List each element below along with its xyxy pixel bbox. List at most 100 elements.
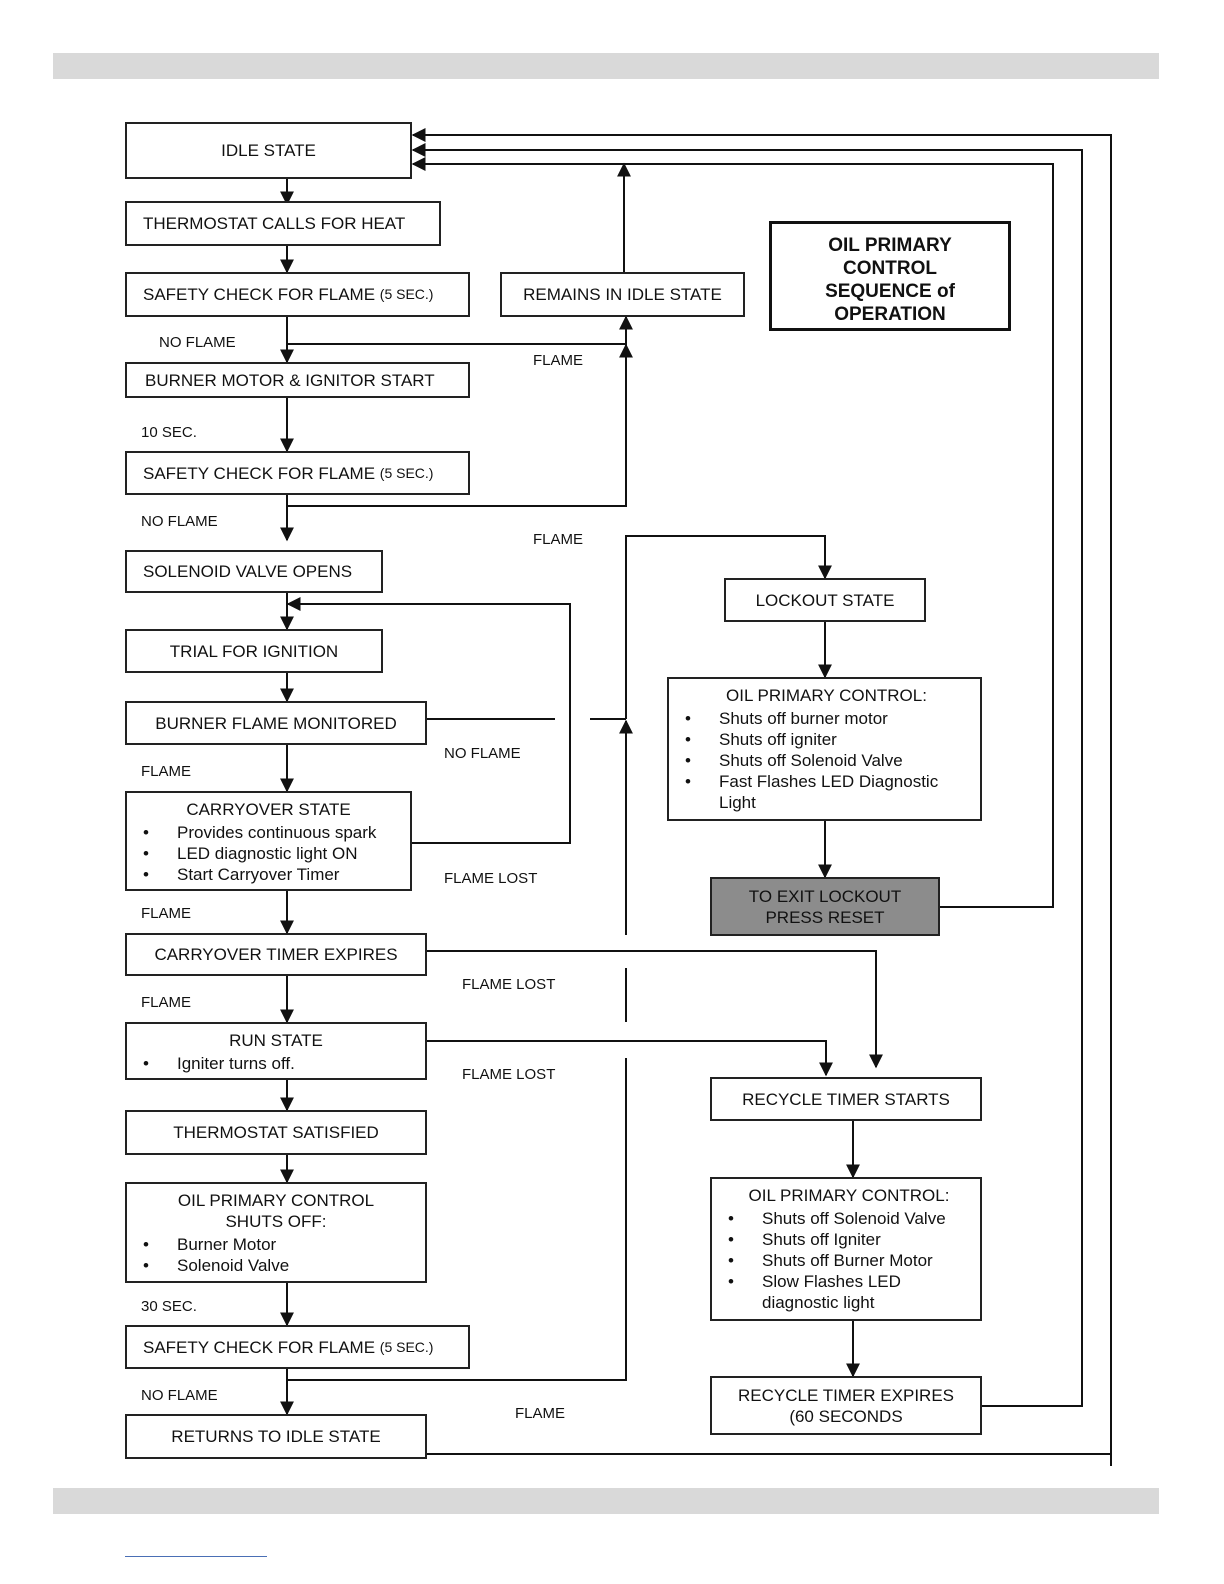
recycle-expires-line-2: (60 SECONDS [789, 1407, 903, 1426]
arrow-to-lockout [625, 535, 832, 719]
label-flame-2: FLAME [533, 531, 584, 548]
lockout-control-list: Shuts off burner motor Shuts off igniter… [683, 708, 970, 813]
title-line-2: CONTROL [843, 258, 937, 279]
shuts-off-title-2: SHUTS OFF: [225, 1212, 327, 1231]
recycle-control-item: Slow Flashes LED diagnostic light [726, 1271, 972, 1313]
solenoid-opens-box: SOLENOID VALVE OPENS [125, 550, 383, 593]
recycle-control-list: Shuts off Solenoid Valve Shuts off Ignit… [726, 1208, 972, 1313]
label-no-flame-1: NO FLAME [159, 334, 236, 351]
trial-ignition-box: TRIAL FOR IGNITION [125, 629, 383, 673]
arrow-recycle-idle [411, 143, 1083, 1407]
lockout-control-box: OIL PRIMARY CONTROL: Shuts off burner mo… [667, 677, 982, 821]
lockout-control-item: Shuts off burner motor [683, 708, 970, 729]
arrow-safety1-flame [287, 315, 633, 345]
carryover-state-box: CARRYOVER STATE Provides continuous spar… [125, 791, 412, 891]
run-state-item: Igniter turns off. [141, 1053, 411, 1074]
run-state-title: RUN STATE [229, 1031, 323, 1050]
safety-check-box-1: SAFETY CHECK FOR FLAME (5 SEC.) [125, 272, 470, 317]
exit-lockout-box: TO EXIT LOCKOUT PRESS RESET [710, 877, 940, 936]
carryover-state-title: CARRYOVER STATE [186, 800, 351, 819]
arrow-expires-recycle [427, 950, 883, 1069]
label-flame-lost-2: FLAME LOST [462, 976, 556, 993]
line-safety3-flame [287, 1058, 627, 1381]
idle-state-label: IDLE STATE [221, 141, 316, 160]
label-no-flame-2: NO FLAME [141, 513, 218, 530]
carryover-item: Start Carryover Timer [141, 864, 396, 885]
carryover-item: LED diagnostic light ON [141, 843, 396, 864]
label-flame-1: FLAME [533, 352, 584, 369]
safety-check-suffix-1: (5 SEC.) [379, 286, 434, 302]
recycle-starts-label: RECYCLE TIMER STARTS [742, 1089, 950, 1109]
top-band [53, 53, 1159, 79]
label-thirty-sec: 30 SEC. [141, 1298, 197, 1315]
shuts-off-item: Burner Motor [141, 1234, 411, 1255]
trial-ignition-label: TRIAL FOR IGNITION [169, 641, 339, 661]
recycle-control-item: Shuts off Burner Motor [726, 1250, 972, 1271]
burner-motor-box: BURNER MOTOR & IGNITOR START [125, 362, 470, 398]
thermostat-calls-label: THERMOSTAT CALLS FOR HEAT [143, 214, 406, 233]
lockout-control-item: Fast Flashes LED Diagnostic Light [683, 771, 970, 813]
label-flame-3: FLAME [141, 763, 192, 780]
arrow-run-recycle [427, 1040, 833, 1077]
safety-check-suffix-3: (5 SEC.) [379, 1338, 434, 1355]
label-flame-lost-1: FLAME LOST [444, 870, 538, 887]
safety-check-label-2: SAFETY CHECK FOR FLAME [143, 463, 376, 483]
carryover-list: Provides continuous spark LED diagnostic… [141, 822, 396, 885]
lockout-control-item: Shuts off igniter [683, 729, 970, 750]
recycle-expires-box: RECYCLE TIMER EXPIRES (60 SECONDS [710, 1376, 982, 1435]
label-flame-4: FLAME [141, 905, 192, 922]
shuts-off-list: Burner Motor Solenoid Valve [141, 1234, 411, 1276]
label-no-flame-4: NO FLAME [141, 1387, 218, 1404]
carryover-expires-label: CARRYOVER TIMER EXPIRES [154, 945, 398, 964]
carryover-expires-box: CARRYOVER TIMER EXPIRES [125, 933, 427, 976]
title-line-3: SEQUENCE of [825, 281, 955, 302]
lockout-state-box: LOCKOUT STATE [724, 578, 926, 622]
label-flame-6: FLAME [515, 1405, 566, 1422]
safety-check-box-3: SAFETY CHECK FOR FLAME (5 SEC.) [125, 1325, 470, 1369]
label-flame-5: FLAME [141, 994, 192, 1011]
returns-idle-box: RETURNS TO IDLE STATE [125, 1414, 427, 1459]
run-state-list: Igniter turns off. [141, 1053, 411, 1074]
label-ten-sec: 10 SEC. [141, 424, 197, 441]
recycle-control-title: OIL PRIMARY CONTROL: [748, 1186, 950, 1205]
recycle-control-box: OIL PRIMARY CONTROL: Shuts off Solenoid … [710, 1177, 982, 1321]
thermostat-satisfied-label: THERMOSTAT SATISFIED [173, 1123, 379, 1142]
lockout-control-title: OIL PRIMARY CONTROL: [726, 686, 927, 705]
remains-idle-box: REMAINS IN IDLE STATE [500, 272, 745, 317]
flame-monitored-label: BURNER FLAME MONITORED [155, 713, 397, 733]
safety-check-suffix-2: (5 SEC.) [379, 464, 434, 481]
shuts-off-title-1: OIL PRIMARY CONTROL [177, 1191, 375, 1210]
footer-rule [125, 1556, 267, 1557]
burner-motor-label: BURNER MOTOR & IGNITOR START [145, 370, 435, 390]
recycle-expires-line-1: RECYCLE TIMER EXPIRES [737, 1386, 955, 1405]
arrow-safety2-flame [287, 343, 633, 507]
thermostat-calls-box: THERMOSTAT CALLS FOR HEAT [125, 201, 441, 246]
shuts-off-box: OIL PRIMARY CONTROL SHUTS OFF: Burner Mo… [125, 1182, 427, 1283]
exit-lockout-line-1: TO EXIT LOCKOUT [748, 887, 902, 906]
lockout-state-label: LOCKOUT STATE [755, 590, 895, 610]
arrow-returns-idle [411, 128, 1112, 1455]
run-state-box: RUN STATE Igniter turns off. [125, 1022, 427, 1080]
recycle-control-item: Shuts off Igniter [726, 1229, 972, 1250]
recycle-starts-box: RECYCLE TIMER STARTS [710, 1077, 982, 1121]
flame-monitored-box: BURNER FLAME MONITORED [125, 701, 427, 745]
safety-check-box-2: SAFETY CHECK FOR FLAME (5 SEC.) [125, 451, 470, 495]
label-no-flame-3: NO FLAME [444, 745, 521, 762]
carryover-item: Provides continuous spark [141, 822, 396, 843]
remains-idle-label: REMAINS IN IDLE STATE [523, 285, 722, 304]
safety-check-label-3: SAFETY CHECK FOR FLAME [143, 1337, 376, 1357]
bottom-band [53, 1488, 1159, 1514]
returns-idle-label: RETURNS TO IDLE STATE [171, 1427, 381, 1446]
solenoid-opens-label: SOLENOID VALVE OPENS [143, 562, 353, 581]
title-line-4: OPERATION [834, 304, 946, 325]
arrow-carryover-loop [286, 597, 571, 844]
title-line-1: OIL PRIMARY [828, 235, 952, 256]
diagram-title: OIL PRIMARY CONTROL SEQUENCE of OPERATIO… [769, 221, 1011, 331]
lockout-control-item: Shuts off Solenoid Valve [683, 750, 970, 771]
arrow-reset-idle [411, 157, 1054, 908]
shuts-off-item: Solenoid Valve [141, 1255, 411, 1276]
label-flame-lost-3: FLAME LOST [462, 1066, 556, 1083]
safety-check-label-1: SAFETY CHECK FOR FLAME [143, 285, 376, 304]
idle-state-box: IDLE STATE [125, 122, 412, 179]
